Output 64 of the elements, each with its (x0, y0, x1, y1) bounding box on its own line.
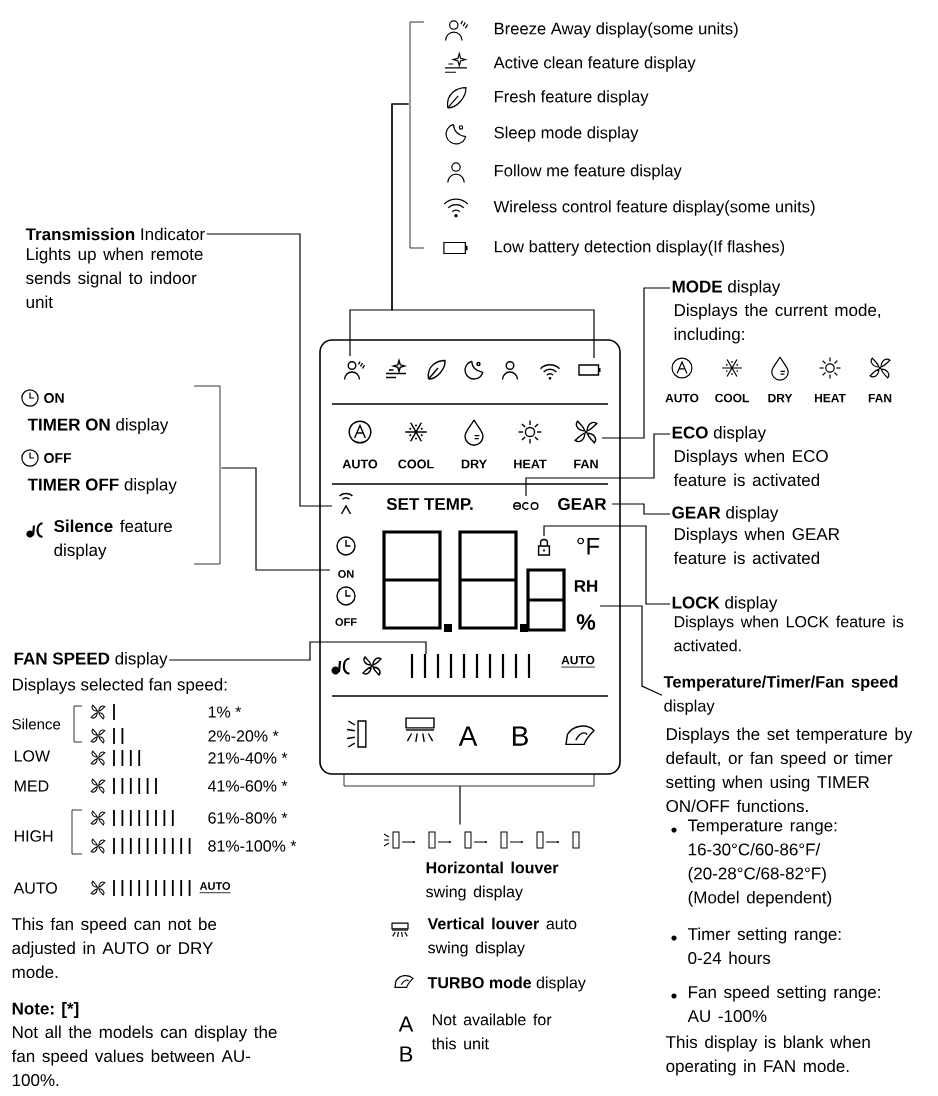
callout-text: Displays the set temperature by default, or fan speed or timer setting when using TIMER ON/OFF functions. (666, 727, 913, 813)
callout-text: Vertical louver auto swing display (427, 917, 577, 957)
lcd-label: B (512, 726, 528, 746)
table-cell: 21%-40% * (208, 752, 288, 764)
callout-text: Horizontal louver swing display (426, 861, 559, 901)
callout-text: This display is blank when operating in FAN mode. (666, 1035, 870, 1076)
callout-text: Sleep mode display (494, 126, 639, 142)
note-heading: Note: [*] (12, 1002, 79, 1018)
lcd-label: % (576, 614, 596, 630)
callout-text: ECO display (672, 426, 767, 442)
callout-text: TIMER ON display (27, 418, 169, 434)
note-text: Not all the models can display the fan speed values between AU-100%. (11, 1025, 277, 1087)
callout-text: Follow me feature display (494, 164, 682, 180)
note-text: This fan speed can not be adjusted in AUTO or DRY mode. (12, 917, 217, 979)
leader-line (543, 525, 671, 605)
leader-line (525, 433, 671, 497)
callout-text: Breeze Away display(some units) (494, 22, 738, 38)
letter-label: B (400, 1046, 413, 1062)
callout-text: Not available for this unit (431, 1013, 552, 1050)
leader-line (206, 233, 333, 507)
letter-label: A (398, 1016, 414, 1032)
leader-line (168, 641, 427, 661)
callout-text: Displays selected fan speed: (13, 678, 227, 694)
callout-text: Wireless control feature display(some units) (493, 200, 815, 216)
callout-text: Lights up when remote sends signal to indoor unit (26, 247, 203, 309)
table-cell: LOW (14, 750, 50, 762)
table-cell: 41%-60% * (208, 780, 288, 792)
table-cell: 81%-100% * (208, 840, 297, 852)
callout-text: TIMER OFF display (27, 478, 177, 494)
callout-text: Low battery detection display(If flashes) (494, 240, 785, 256)
callout-text: MODE display (672, 280, 781, 296)
lcd-label: RH (574, 580, 598, 592)
leader-line (459, 785, 461, 826)
callout-text: Temperature/Timer/Fan speed display (663, 675, 898, 715)
table-cell: HIGH (14, 830, 53, 842)
callout-text: Silence feature display (54, 519, 172, 560)
callout-text: Active clean feature display (493, 56, 696, 72)
lcd-label: SET TEMP. (386, 498, 473, 510)
callout-text: Displays when ECO feature is activated (673, 449, 828, 487)
callout-text: Transmission Indicator (25, 227, 205, 241)
table-cell: MED (14, 780, 49, 792)
callout-text: Displays when LOCK feature is activated. (674, 615, 904, 652)
leader-line (220, 467, 331, 571)
callout-text: Temperature range: 16-30°C/60-86°F/ (20-28°C/68-82°F) (Model dependent) (688, 819, 837, 907)
callout-text: Displays the current mode, including: (674, 303, 881, 344)
callout-text: TURBO mode display (427, 976, 586, 992)
callout-text: LOCK display (672, 596, 778, 612)
leader-line (391, 103, 595, 359)
callout-text: GEAR display (672, 506, 779, 522)
table-cell: 61%-80% * (208, 812, 288, 824)
table-cell: 1% * (208, 706, 242, 718)
leader-line (611, 503, 671, 515)
table-cell: AUTO (13, 882, 57, 894)
leader-line (601, 287, 671, 439)
callout-text: Timer setting range: 0-24 hours (688, 927, 841, 965)
lcd-label: °F (577, 537, 600, 555)
lcd-label: A (458, 726, 478, 746)
callout-text: Displays when GEAR feature is activated (673, 527, 840, 565)
callout-text: Fan speed setting range: AU -100% (687, 985, 880, 1023)
lcd-label: GEAR (558, 498, 607, 510)
table-cell: 2%-20% * (208, 730, 279, 742)
callout-text: Fresh feature display (494, 90, 649, 106)
leader-line (599, 605, 663, 696)
callout-text: FAN SPEED display (14, 652, 168, 668)
